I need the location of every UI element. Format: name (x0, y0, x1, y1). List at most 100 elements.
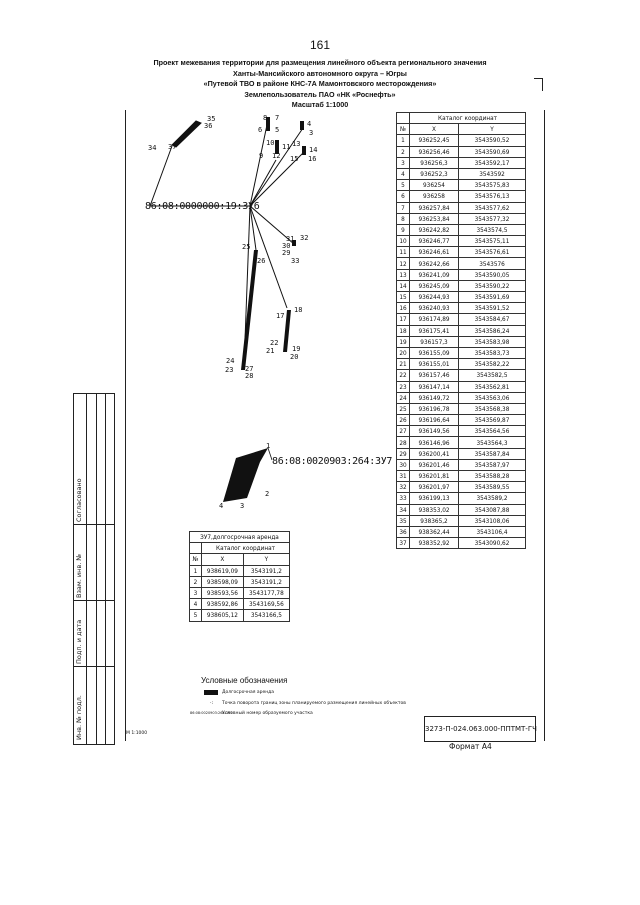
row-number: 3 (189, 586, 202, 600)
coord-y: 3543583,98 (458, 335, 526, 348)
format-label: Формат А4 (449, 742, 492, 751)
coord-x: 936155,01 (409, 358, 459, 371)
coord-x: 936256,3 (409, 156, 459, 169)
coord-y: 3543583,73 (458, 346, 526, 360)
point-label: 15 (290, 155, 299, 163)
point-label: 4 (219, 502, 224, 510)
leader-line (249, 119, 269, 207)
point-label: 14 (309, 146, 318, 154)
coord-x: 936157,46 (409, 369, 459, 382)
coord-x: 936242,82 (409, 223, 459, 237)
legend-title: Условные обозначения (201, 676, 288, 685)
row-number: 30 (396, 458, 410, 472)
coord-y: 3543575,11 (458, 235, 526, 248)
leader-line (249, 127, 304, 207)
point-label: 4 (307, 120, 312, 128)
row-number: 35 (396, 514, 410, 527)
coord-y: 3543588,28 (458, 469, 526, 483)
coord-y: 3543564,3 (458, 436, 526, 449)
point-label: 12 (272, 152, 281, 160)
point-label: 25 (242, 243, 251, 251)
row-number: 5 (396, 179, 410, 192)
row-number: 32 (396, 481, 410, 494)
coord-y: 3543166,5 (242, 609, 291, 622)
coord-x: 936155,09 (409, 346, 459, 360)
point-label: 2 (265, 490, 270, 498)
point-label: 9 (259, 152, 264, 160)
row-number: 2 (396, 145, 410, 158)
coord-x: 938619,09 (201, 564, 244, 577)
header-line-4: Землепользователь ПАО «НК «Роснефть» (244, 89, 396, 99)
zu7-catalog-table: ЗУ7,долгосрочная аренда Каталог координа… (189, 530, 291, 622)
row-number: 19 (396, 335, 410, 348)
point-label: 31 (286, 235, 295, 243)
coord-y: 3543191,2 (242, 564, 291, 577)
plot-13-16 (302, 146, 306, 155)
leader-line (249, 159, 277, 207)
row-number: 12 (396, 257, 410, 270)
coord-y: 3543576,13 (458, 190, 526, 203)
coord-x: 936253,84 (409, 212, 459, 225)
coord-x: 936257,84 (409, 201, 459, 214)
leader-line (249, 205, 257, 251)
row-number: 10 (396, 235, 410, 248)
coord-x: 938353,02 (409, 503, 459, 516)
coord-x: 936157,3 (409, 335, 459, 348)
coord-y: 3543563,06 (458, 391, 526, 404)
point-label: 8 (263, 114, 268, 122)
legend-item: Долгосрочная аренда (222, 690, 275, 695)
point-label: 23 (225, 366, 234, 374)
row-number: 3 (396, 156, 410, 169)
drawing-frame (125, 110, 545, 741)
coord-x: 936147,14 (409, 380, 459, 393)
coord-y: 3543587,97 (458, 458, 526, 472)
leader-line (249, 205, 295, 245)
row-number: 21 (396, 358, 410, 371)
page-header: 161 Проект межевания территории для разм… (0, 38, 640, 111)
header-line-2: Ханты-Мансийского автономного округа – Ю… (233, 68, 407, 78)
coord-y: 3543191,2 (242, 575, 291, 588)
coord-x: 936246,61 (409, 246, 459, 259)
column-header: X (409, 123, 459, 136)
row-number: 15 (396, 290, 410, 304)
coord-y: 3543090,62 (458, 537, 526, 550)
coord-y: 3543591,52 (458, 302, 526, 315)
coord-y: 3543576,61 (458, 246, 526, 259)
coord-x: 936196,78 (409, 402, 459, 416)
column-header: Y (458, 123, 526, 136)
row-number: 28 (396, 436, 410, 449)
column-header: X (201, 553, 244, 566)
coord-x: 938598,09 (201, 575, 244, 588)
coord-x: 936242,66 (409, 257, 459, 270)
point-label: 19 (292, 345, 301, 353)
leader-line (149, 145, 173, 207)
coord-y: 3543577,62 (458, 201, 526, 214)
plot-zu7 (223, 448, 268, 502)
row-number: 2 (189, 575, 202, 588)
coord-x: 936258 (409, 190, 459, 203)
row-number: 8 (396, 212, 410, 225)
coord-x: 936245,09 (409, 279, 459, 293)
legend-swatch-lease (204, 690, 218, 695)
coord-y: 3543577,32 (458, 212, 526, 225)
row-number: 9 (396, 223, 410, 237)
row-number: 37 (396, 537, 410, 550)
